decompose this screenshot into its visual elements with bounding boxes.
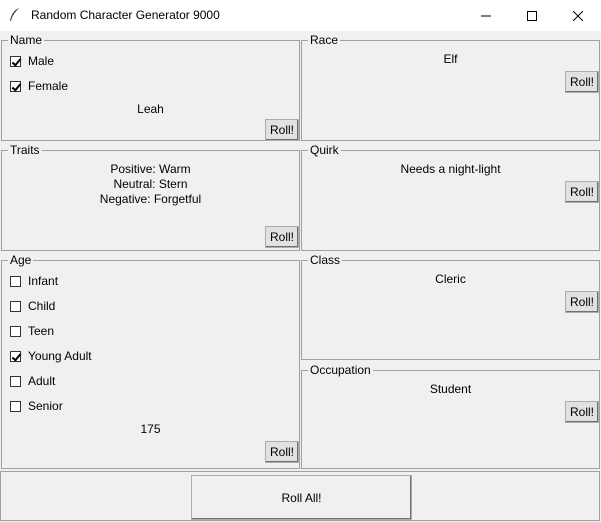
maximize-icon — [527, 10, 537, 21]
feather-icon — [10, 8, 19, 21]
window-title: Random Character Generator 9000 — [31, 8, 220, 22]
roll-all-button[interactable]: Roll All! — [191, 475, 412, 520]
age-frame-label: Age — [8, 253, 34, 267]
minimize-button[interactable] — [463, 0, 509, 31]
traits-roll-button[interactable]: Roll! — [265, 226, 299, 248]
trait-positive: Positive: Warm — [110, 162, 191, 176]
teen-checkbox-box[interactable] — [10, 325, 21, 337]
maximize-button[interactable] — [509, 0, 555, 31]
close-icon — [573, 10, 583, 21]
senior-checkbox-label: Senior — [28, 399, 63, 413]
occupation-frame-label: Occupation — [308, 363, 373, 377]
name-frame-label: Name — [8, 33, 45, 47]
senior-checkbox[interactable]: Senior — [10, 398, 63, 414]
quirk-frame-label: Quirk — [308, 143, 341, 157]
female-checkbox-box[interactable] — [10, 80, 21, 92]
male-checkbox-label: Male — [28, 54, 55, 68]
traits-frame: Traits Positive: Warm Neutral: Stern Neg… — [1, 143, 300, 251]
race-value: Elf — [443, 52, 458, 66]
race-frame: Race Elf Roll! — [301, 33, 600, 141]
minimize-icon — [481, 15, 491, 16]
adult-checkbox-box[interactable] — [10, 375, 21, 387]
male-checkbox[interactable]: Male — [10, 53, 54, 69]
young-adult-checkbox-label: Young Adult — [28, 349, 92, 363]
male-checkbox-box[interactable] — [10, 55, 21, 67]
title-bar[interactable]: Random Character Generator 9000 — [0, 0, 601, 31]
adult-checkbox-label: Adult — [28, 374, 56, 388]
roll-all-area: Roll All! — [0, 471, 600, 521]
age-roll-button[interactable]: Roll! — [265, 441, 299, 463]
close-button[interactable] — [555, 0, 601, 31]
name-roll-button[interactable]: Roll! — [265, 119, 299, 141]
adult-checkbox[interactable]: Adult — [10, 373, 55, 389]
age-value: 175 — [140, 422, 161, 436]
young-adult-checkbox-box[interactable] — [10, 350, 21, 362]
child-checkbox[interactable]: Child — [10, 298, 55, 314]
name-value: Leah — [137, 102, 164, 116]
occupation-roll-button[interactable]: Roll! — [565, 401, 599, 423]
infant-checkbox-label: Infant — [28, 274, 59, 288]
trait-neutral: Neutral: Stern — [113, 177, 188, 191]
teen-checkbox-label: Teen — [28, 324, 55, 338]
young-adult-checkbox[interactable]: Young Adult — [10, 348, 92, 364]
race-frame-label: Race — [308, 33, 341, 47]
class-roll-button[interactable]: Roll! — [565, 291, 599, 313]
female-checkbox-label: Female — [28, 79, 69, 93]
quirk-value: Needs a night-light — [400, 162, 501, 176]
traits-frame-label: Traits — [8, 143, 42, 157]
infant-checkbox[interactable]: Infant — [10, 273, 58, 289]
class-value: Cleric — [435, 272, 466, 286]
child-checkbox-label: Child — [28, 299, 56, 313]
senior-checkbox-box[interactable] — [10, 400, 21, 412]
class-frame-label: Class — [308, 253, 343, 267]
trait-negative: Negative: Forgetful — [99, 192, 202, 206]
age-frame: Age Infant Child Teen Young Adult Adult … — [1, 253, 300, 469]
female-checkbox[interactable]: Female — [10, 78, 68, 94]
teen-checkbox[interactable]: Teen — [10, 323, 54, 339]
occupation-value: Student — [429, 382, 472, 396]
quirk-roll-button[interactable]: Roll! — [565, 181, 599, 203]
class-frame: Class Cleric Roll! — [301, 253, 600, 360]
infant-checkbox-box[interactable] — [10, 275, 21, 287]
occupation-frame: Occupation Student Roll! — [301, 363, 600, 469]
race-roll-button[interactable]: Roll! — [565, 71, 599, 93]
name-frame: Name Male Female Leah Roll! — [1, 33, 300, 141]
client-area: Name Male Female Leah Roll! Race Elf Rol… — [0, 31, 601, 522]
child-checkbox-box[interactable] — [10, 300, 21, 312]
quirk-frame: Quirk Needs a night-light Roll! — [301, 143, 600, 251]
